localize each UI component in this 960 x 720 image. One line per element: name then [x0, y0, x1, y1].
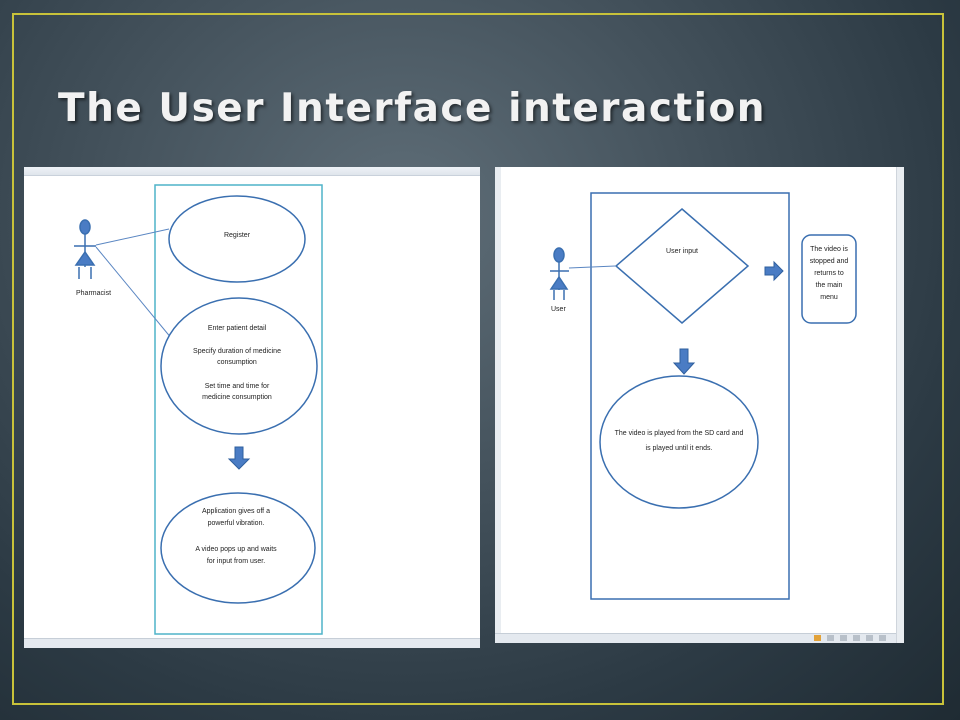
- pharmacist-label: Pharmacist: [76, 290, 111, 297]
- register-label: Register: [224, 232, 251, 239]
- status-icon: [827, 635, 834, 641]
- play-line: is played until it ends.: [646, 445, 713, 452]
- enter-details-line: consumption: [217, 359, 257, 366]
- notify-line: Application gives off a: [202, 508, 270, 515]
- status-icon: [840, 635, 847, 641]
- notify-usecase: [160, 492, 316, 604]
- down-arrow-icon: [672, 348, 696, 375]
- pharmacist-actor-icon: [74, 219, 96, 279]
- association-line-input: [568, 265, 616, 269]
- notify-line: for input from user.: [207, 558, 265, 565]
- status-icon: [814, 635, 821, 641]
- user-input-decision: [614, 208, 750, 324]
- notify-line: A video pops up and waits: [195, 546, 277, 553]
- right-diagram-canvas: User User input The video is stopped and…: [549, 192, 857, 600]
- status-icon: [879, 635, 886, 641]
- slide-border: [12, 13, 944, 705]
- association-line-register: [95, 228, 170, 246]
- system-boundary: [154, 184, 323, 635]
- outcome-line: The video is: [810, 246, 848, 253]
- enter-details-line: Specify duration of medicine: [193, 348, 281, 355]
- enter-details-line: Enter patient detail: [208, 325, 267, 332]
- left-diagram-canvas: Pharmacist Register Enter patient detail…: [74, 184, 323, 635]
- enter-details-line: medicine consumption: [202, 394, 272, 401]
- enter-details-usecase: [160, 297, 318, 435]
- outcome-line: menu: [820, 294, 838, 301]
- register-usecase: [168, 195, 306, 283]
- right-diagram-panel: User User input The video is stopped and…: [495, 167, 904, 643]
- enter-details-line: Set time and time for: [205, 383, 270, 390]
- outcome-box: [801, 234, 857, 324]
- right-arrow-icon: [764, 260, 784, 282]
- notify-line: powerful vibration.: [208, 520, 265, 527]
- status-icons: [814, 635, 886, 641]
- system-boundary: [590, 192, 790, 600]
- status-icon: [866, 635, 873, 641]
- right-panel-statusbar: [495, 633, 904, 643]
- outcome-line: the main: [816, 282, 843, 289]
- outcome-line: stopped and: [810, 258, 849, 265]
- play-line: The video is played from the SD card and: [615, 430, 744, 437]
- left-diagram-panel: Pharmacist Register Enter patient detail…: [24, 167, 480, 648]
- decision-label: User input: [666, 248, 698, 255]
- down-arrow-icon: [227, 446, 251, 470]
- association-line-details: [95, 246, 173, 340]
- left-panel-statusbar: [24, 638, 480, 648]
- user-label: User: [551, 306, 566, 313]
- user-actor-icon: [549, 247, 569, 300]
- slide-title: The User Interface interaction: [58, 86, 767, 131]
- outcome-line: returns to: [814, 270, 844, 277]
- video-play-node: [599, 375, 759, 509]
- status-icon: [853, 635, 860, 641]
